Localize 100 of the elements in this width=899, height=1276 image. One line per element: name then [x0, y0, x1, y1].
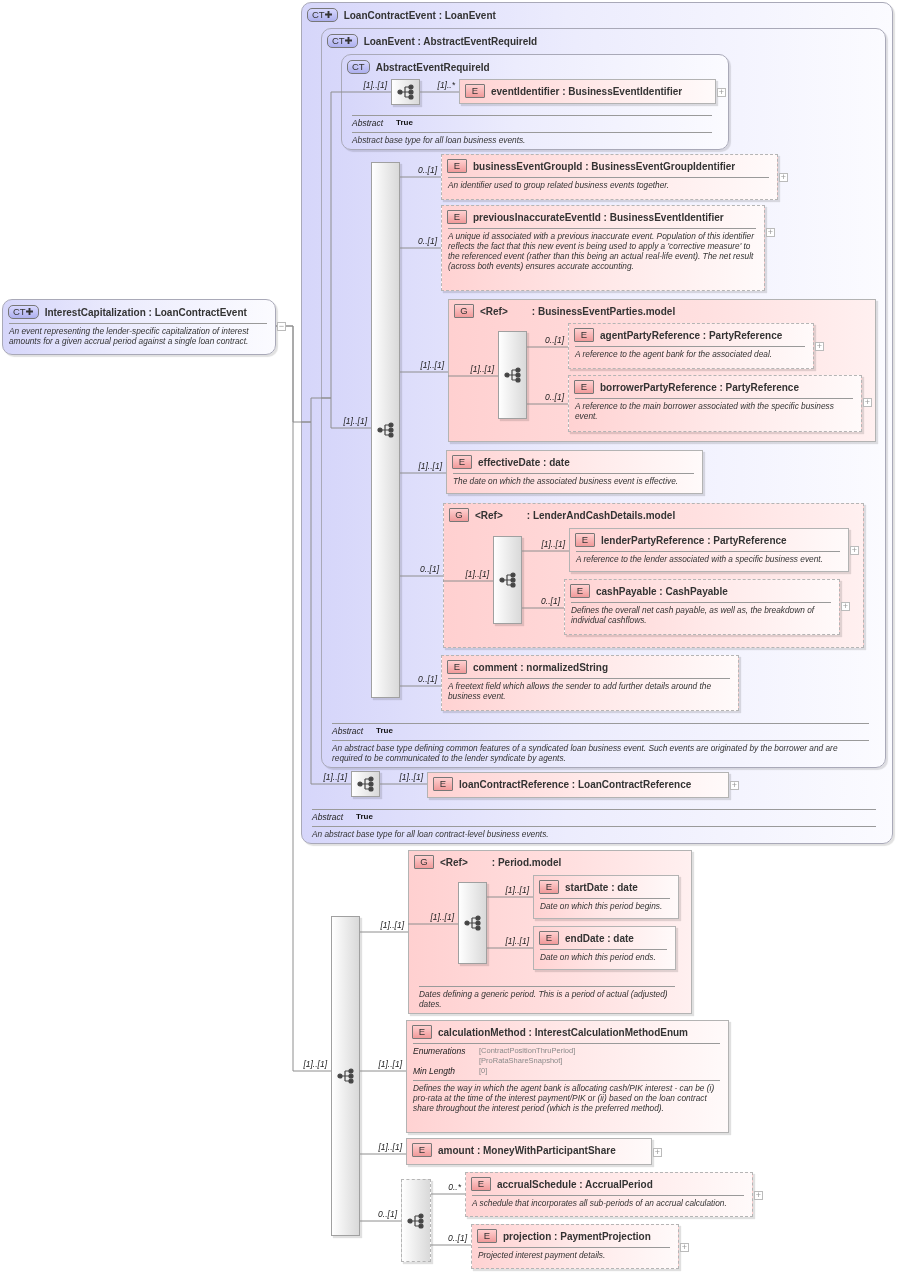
sequence-box: [493, 536, 522, 624]
element-box: [406, 1020, 729, 1133]
description-text: A reference to the agent bank for the associated deal.: [574, 349, 774, 359]
description-text: The date on which the associated business event is effective.: [452, 476, 680, 486]
node-title: AbstractEventRequireId: [375, 61, 490, 73]
cardinality-label: [1]..[1]: [505, 936, 529, 946]
expand-toggle: +: [653, 1147, 662, 1157]
ref-label: <Ref>: [480, 305, 508, 317]
cardinality-label: [1]..[1]: [380, 920, 404, 930]
node-title: lenderPartyReference : PartyReference: [601, 534, 787, 546]
expand-toggle: +: [863, 398, 872, 407]
type-badge: G: [454, 304, 474, 318]
sequence-box: [371, 162, 400, 698]
complex-type-box: [321, 28, 886, 768]
complex-type-box: [341, 54, 729, 150]
type-badge: E: [412, 1143, 432, 1157]
connector-line: [359, 931, 409, 933]
cardinality-label: [1]..*: [437, 80, 455, 90]
node-title: InterestCapitalization : LoanContractEvent: [44, 306, 247, 318]
property-value: True: [376, 726, 393, 736]
connector-line: [521, 550, 570, 552]
cardinality-label: [1]..[1]: [378, 1142, 402, 1152]
node-title: : BusinessEventParties.model: [531, 305, 676, 317]
type-badge: E: [574, 328, 594, 342]
connector-line: [430, 1193, 466, 1195]
cardinality-label: [1]..[1]: [363, 80, 387, 90]
property-name: Abstract: [352, 118, 385, 128]
connector-line: [275, 325, 332, 1072]
property-name: Enumerations: [413, 1046, 467, 1056]
sequence-box: [498, 331, 527, 419]
connector-line: [340, 91, 392, 93]
description-text: An identifier used to group related business events together.: [447, 180, 671, 190]
connector-line: [526, 346, 569, 348]
expand-toggle: +: [717, 87, 726, 97]
description-text: Date on which this period ends.: [539, 952, 657, 962]
ref-label: <Ref>: [475, 509, 503, 521]
connector-line: [486, 896, 534, 898]
complex-type-box: [301, 2, 893, 844]
cardinality-label: 0..[1]: [378, 1209, 397, 1219]
sequence-box: [331, 916, 360, 1236]
node-title: borrowerPartyReference : PartyReference: [600, 381, 799, 393]
element-box: [533, 875, 679, 919]
element-box: [441, 655, 739, 711]
type-badge: E: [574, 380, 594, 394]
connector-line: [399, 472, 447, 474]
connector-line: [419, 91, 460, 93]
cardinality-label: 0..[1]: [448, 1233, 467, 1243]
connector-line: [359, 1220, 402, 1222]
connector-line: [447, 375, 499, 377]
description-text: A schedule that incorporates all sub-periods of an accrual calculation.: [471, 1198, 728, 1208]
cardinality-label: [1]..[1]: [505, 885, 529, 895]
cardinality-label: 0..[1]: [418, 236, 437, 246]
expand-toggle: +: [766, 228, 775, 237]
cardinality-label: 0..[1]: [418, 674, 437, 684]
node-title: cashPayable : CashPayable: [596, 585, 728, 597]
expand-toggle: +: [680, 1242, 689, 1252]
cardinality-label: [1]..[1]: [343, 416, 367, 426]
type-badge: E: [477, 1229, 497, 1243]
connector-line: [320, 397, 372, 429]
connector-line: [359, 1070, 407, 1072]
property-name: Abstract: [312, 812, 345, 822]
cardinality-label: [1]..[1]: [430, 912, 454, 922]
group-box: [408, 850, 692, 1014]
node-title: loanContractReference : LoanContractReference: [459, 778, 692, 790]
expand-toggle: −: [277, 322, 286, 331]
cardinality-label: [1]..[1]: [465, 569, 489, 579]
description-text: An abstract base type defining common features of a syndicated loan business event. Such events are originated by the borrower and are required to be communicated to the lender syndicate by agents.: [331, 743, 839, 763]
node-title: accrualSchedule : AccrualPeriod: [497, 1178, 653, 1190]
description-text: A freetext field which allows the sender to add further details around the business event.: [447, 681, 713, 701]
ref-label: <Ref>: [440, 856, 468, 868]
connector-line: [399, 176, 442, 178]
connector-line: [399, 685, 442, 687]
type-badge: E: [575, 533, 595, 547]
node-title: calculationMethod : InterestCalculationMethodEnum: [438, 1026, 688, 1038]
description-text: An event representing the lender-specific capitalization of interest amounts for a given accrual period against a single loan contract.: [8, 326, 250, 346]
cardinality-label: [1]..[1]: [378, 1059, 402, 1069]
property-name: Abstract: [332, 726, 365, 736]
type-badge: E: [471, 1177, 491, 1191]
description-text: A unique id associated with a previous inaccurate event. Population of this identifier reflects the fact that this new event is being used to apply a 'corrective measure' to the referenced event (rather than this being an actual real-life event). The net result (across both events) ensures accurate accounting.: [447, 231, 756, 271]
node-title: agentPartyReference : PartyReference: [600, 329, 783, 341]
type-badge: E: [465, 84, 485, 98]
description-text: A reference to the main borrower associated with the specific business event.: [574, 401, 835, 421]
type-badge: E: [412, 1025, 432, 1039]
node-title: effectiveDate : date: [478, 456, 570, 468]
node-title: LoanEvent : AbstractEventRequireId: [363, 35, 538, 47]
type-badge: G: [414, 855, 434, 869]
sequence-box: [391, 79, 420, 105]
description-text: Defines the way in which the agent bank is allocating cash/PIK interest - can be (i) pro-rata at the time of the interest payment/PIK or (ii) based on the loan contract share throughout the interest period (which is the preferred method).: [412, 1083, 716, 1113]
node-title: : LenderAndCashDetails.model: [526, 509, 676, 521]
type-badge: E: [452, 455, 472, 469]
type-badge: E: [570, 584, 590, 598]
node-title: projection : PaymentProjection: [503, 1230, 651, 1242]
description-text: A reference to the lender associated with a specific business event.: [575, 554, 824, 564]
cardinality-label: 0..[1]: [420, 564, 439, 574]
type-badge: CT: [347, 60, 370, 74]
element-box: [533, 926, 676, 970]
cardinality-label: [1]..[1]: [470, 364, 494, 374]
cardinality-label: 0..[1]: [418, 165, 437, 175]
connector-line: [379, 783, 428, 785]
type-badge: E: [433, 777, 453, 791]
